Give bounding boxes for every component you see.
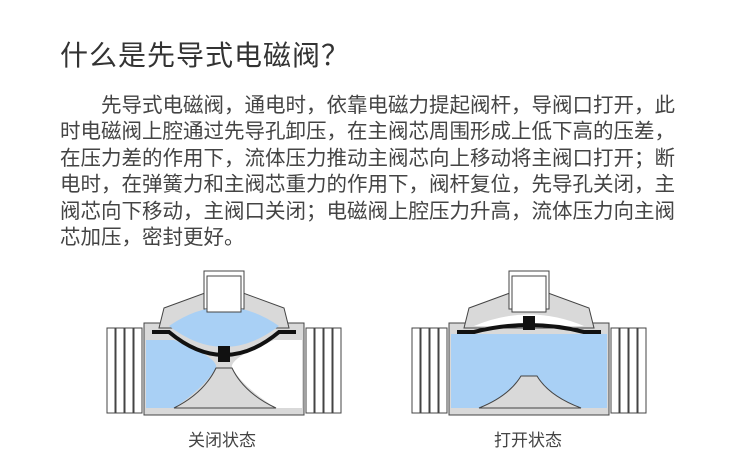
closed-state-caption: 关闭状态 [188, 431, 256, 451]
page-title: 什么是先导式电磁阀？ [60, 39, 351, 72]
open-state-caption: 打开状态 [494, 431, 562, 451]
paragraph-line: 电时，在弹簧力和主阀芯重力的作用下，阀杆复位，先导孔关闭，主 [60, 172, 675, 197]
closed-valve-diagram [106, 270, 342, 416]
paragraph-line: 时电磁阀上腔通过先导孔卸压，在主阀芯周围形成上低下高的压差， [60, 119, 675, 144]
paragraph-line: 阀芯向下移动，主阀口关闭；电磁阀上腔压力升高，流体压力向主阀 [60, 198, 675, 223]
paragraph-line: 芯加压，密封更好。 [60, 225, 245, 250]
description-paragraph: 先导式电磁阀，通电时，依靠电磁力提起阀杆，导阀口打开，此 时电磁阀上腔通过先导孔… [60, 92, 710, 250]
open-valve-diagram [411, 270, 647, 416]
paragraph-line: 在压力差的作用下，流体压力推动主阀芯向上移动将主阀口打开；断 [60, 145, 675, 170]
paragraph-line: 先导式电磁阀，通电时，依靠电磁力提起阀杆，导阀口打开，此 [101, 93, 675, 117]
